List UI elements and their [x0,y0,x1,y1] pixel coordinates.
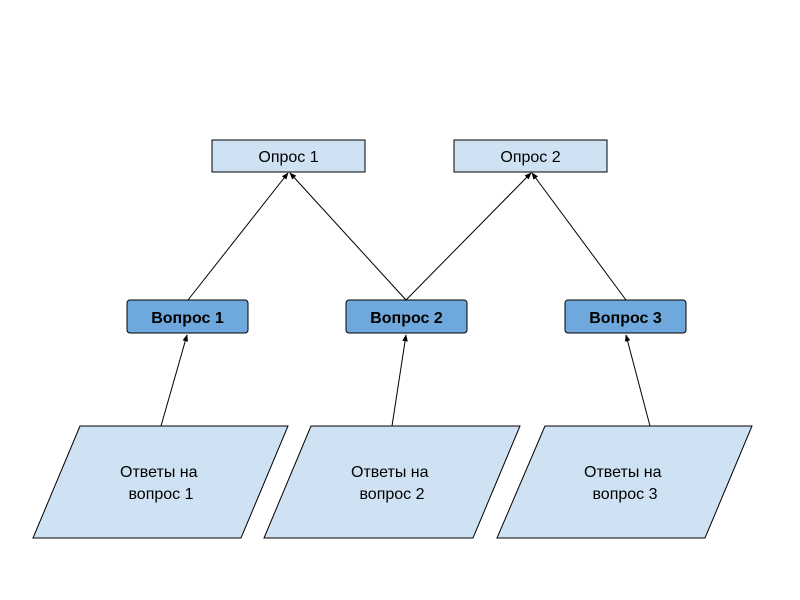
question-node-1: Вопрос 1 [126,299,249,334]
answer-label-1-line1: Ответы на [120,464,198,481]
answer-label-1-line2: вопрос 1 [128,486,193,503]
question-label-1: Вопрос 1 [151,310,224,327]
answer-label-2-line2: вопрос 2 [359,486,424,503]
answer-label-2-line1: Ответы на [351,464,429,481]
arrow-question3-to-survey2 [531,172,627,301]
answer-node-3: Ответы на вопрос 3 [496,425,753,539]
survey-label-2: Опрос 2 [500,149,560,166]
survey-box-1 [211,139,366,173]
survey-node-2: Опрос 2 [453,139,608,173]
question-label-2: Вопрос 2 [370,310,443,327]
arrow-answer1-to-question1 [160,334,188,427]
question-label-3: Вопрос 3 [589,310,662,327]
arrow-answer2-to-question2 [391,334,408,427]
arrow-question1-to-survey1 [187,172,289,301]
answer-node-1: Ответы на вопрос 1 [32,425,289,539]
question-box-1 [126,299,249,334]
arrow-question2-to-survey1 [289,172,407,301]
answer-label-3-line2: вопрос 3 [592,486,657,503]
answer-node-2: Ответы на вопрос 2 [263,425,521,539]
answer-shape-2 [263,425,521,539]
answer-shape-3 [496,425,753,539]
question-box-2 [345,299,468,334]
question-node-3: Вопрос 3 [564,299,687,334]
arrow-question2-to-survey2 [405,172,532,301]
answer-shape-1 [32,425,289,539]
answer-label-2: Ответы на вопрос 2 [351,464,433,503]
answer-label-3-line1: Ответы на [584,464,662,481]
survey-node-1: Опрос 1 [211,139,366,173]
answer-label-3: Ответы на вопрос 3 [584,464,666,503]
question-box-3 [564,299,687,334]
arrow-answer3-to-question3 [624,334,651,427]
survey-box-2 [453,139,608,173]
survey-label-1: Опрос 1 [258,149,318,166]
question-node-2: Вопрос 2 [345,299,468,334]
answer-label-1: Ответы на вопрос 1 [120,464,202,503]
